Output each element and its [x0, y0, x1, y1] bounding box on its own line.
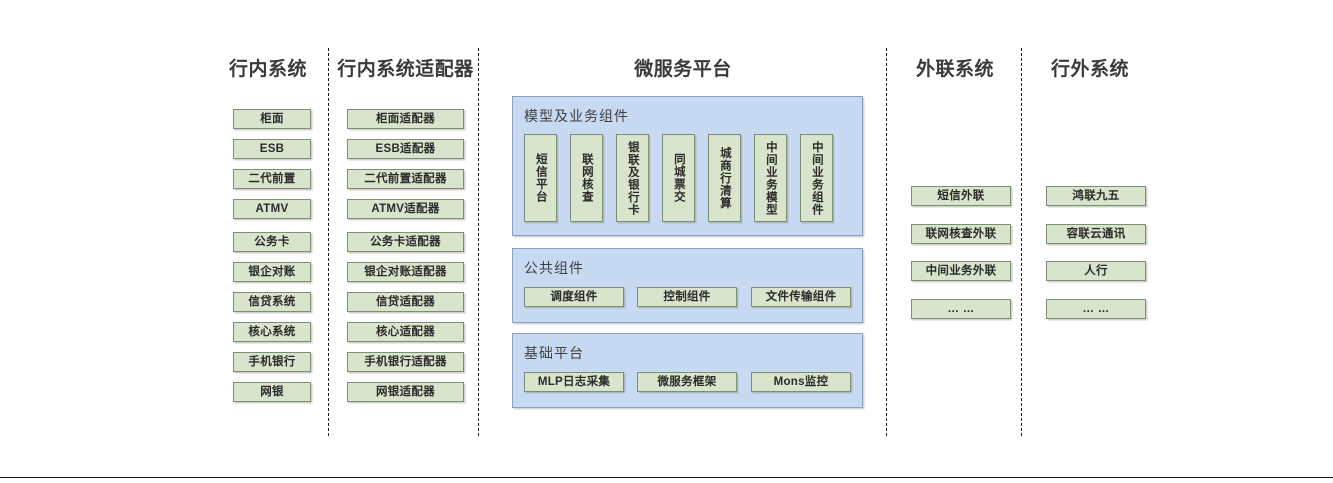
- node-model-component[interactable]: 短信平台: [524, 134, 557, 222]
- node-model-component[interactable]: 银联及银行卡: [616, 134, 649, 222]
- node-internal-adapter[interactable]: 手机银行适配器: [347, 352, 464, 372]
- node-public-component[interactable]: 调度组件: [524, 287, 624, 307]
- node-internal-adapter[interactable]: 网银适配器: [347, 382, 464, 402]
- node-internal-system[interactable]: ESB: [233, 139, 311, 159]
- node-external-link-system[interactable]: … …: [911, 299, 1011, 319]
- divider-4: [1021, 48, 1022, 436]
- node-model-component[interactable]: 城商行清算: [708, 134, 741, 222]
- node-internal-adapter[interactable]: 银企对账适配器: [347, 262, 464, 282]
- band-label-public-components: 公共组件: [524, 260, 584, 276]
- node-internal-system[interactable]: 网银: [233, 382, 311, 402]
- divider-1: [328, 48, 329, 436]
- node-internal-adapter[interactable]: 二代前置适配器: [347, 169, 464, 189]
- column-title-internal-systems: 行内系统: [228, 59, 307, 80]
- node-external-link-system[interactable]: 短信外联: [911, 186, 1011, 206]
- node-base-platform-component[interactable]: Mons监控: [751, 372, 851, 392]
- node-public-component[interactable]: 控制组件: [637, 287, 737, 307]
- node-external-link-system[interactable]: 联网核查外联: [911, 224, 1011, 244]
- node-model-component[interactable]: 中间业务模型: [754, 134, 787, 222]
- node-internal-adapter[interactable]: 公务卡适配器: [347, 232, 464, 252]
- column-title-outside-bank-systems: 行外系统: [1050, 59, 1129, 80]
- node-model-component[interactable]: 同城票交: [662, 134, 695, 222]
- node-internal-system[interactable]: 银企对账: [233, 262, 311, 282]
- divider-3: [886, 48, 887, 436]
- band-public-components: [512, 248, 863, 323]
- column-title-external-link-systems: 外联系统: [915, 59, 994, 80]
- node-base-platform-component[interactable]: 微服务框架: [637, 372, 737, 392]
- node-internal-system[interactable]: ATMV: [233, 199, 311, 219]
- node-outside-bank-system[interactable]: 人行: [1046, 261, 1146, 281]
- node-internal-system[interactable]: 信贷系统: [233, 292, 311, 312]
- node-model-component[interactable]: 联网核查: [570, 134, 603, 222]
- node-outside-bank-system[interactable]: … …: [1046, 299, 1146, 319]
- node-internal-system[interactable]: 手机银行: [233, 352, 311, 372]
- node-internal-adapter[interactable]: 柜面适配器: [347, 109, 464, 129]
- band-label-base-platform: 基础平台: [524, 345, 584, 361]
- column-title-internal-adapters: 行内系统适配器: [337, 59, 474, 80]
- divider-2: [478, 48, 479, 436]
- band-base-platform: [512, 333, 863, 408]
- band-label-model-business-components: 模型及业务组件: [524, 108, 629, 124]
- node-base-platform-component[interactable]: MLP日志采集: [524, 372, 624, 392]
- node-outside-bank-system[interactable]: 容联云通讯: [1046, 224, 1146, 244]
- node-internal-system[interactable]: 公务卡: [233, 232, 311, 252]
- node-internal-adapter[interactable]: ESB适配器: [347, 139, 464, 159]
- column-title-microservice-platform: 微服务平台: [634, 59, 732, 80]
- node-public-component[interactable]: 文件传输组件: [751, 287, 851, 307]
- node-model-component[interactable]: 中间业务组件: [800, 134, 833, 222]
- node-internal-adapter[interactable]: ATMV适配器: [347, 199, 464, 219]
- node-internal-system[interactable]: 核心系统: [233, 322, 311, 342]
- node-internal-system[interactable]: 二代前置: [233, 169, 311, 189]
- node-internal-adapter[interactable]: 核心适配器: [347, 322, 464, 342]
- node-internal-adapter[interactable]: 信贷适配器: [347, 292, 464, 312]
- node-external-link-system[interactable]: 中间业务外联: [911, 261, 1011, 281]
- node-internal-system[interactable]: 柜面: [233, 109, 311, 129]
- bottom-divider: [0, 477, 1333, 478]
- node-outside-bank-system[interactable]: 鸿联九五: [1046, 186, 1146, 206]
